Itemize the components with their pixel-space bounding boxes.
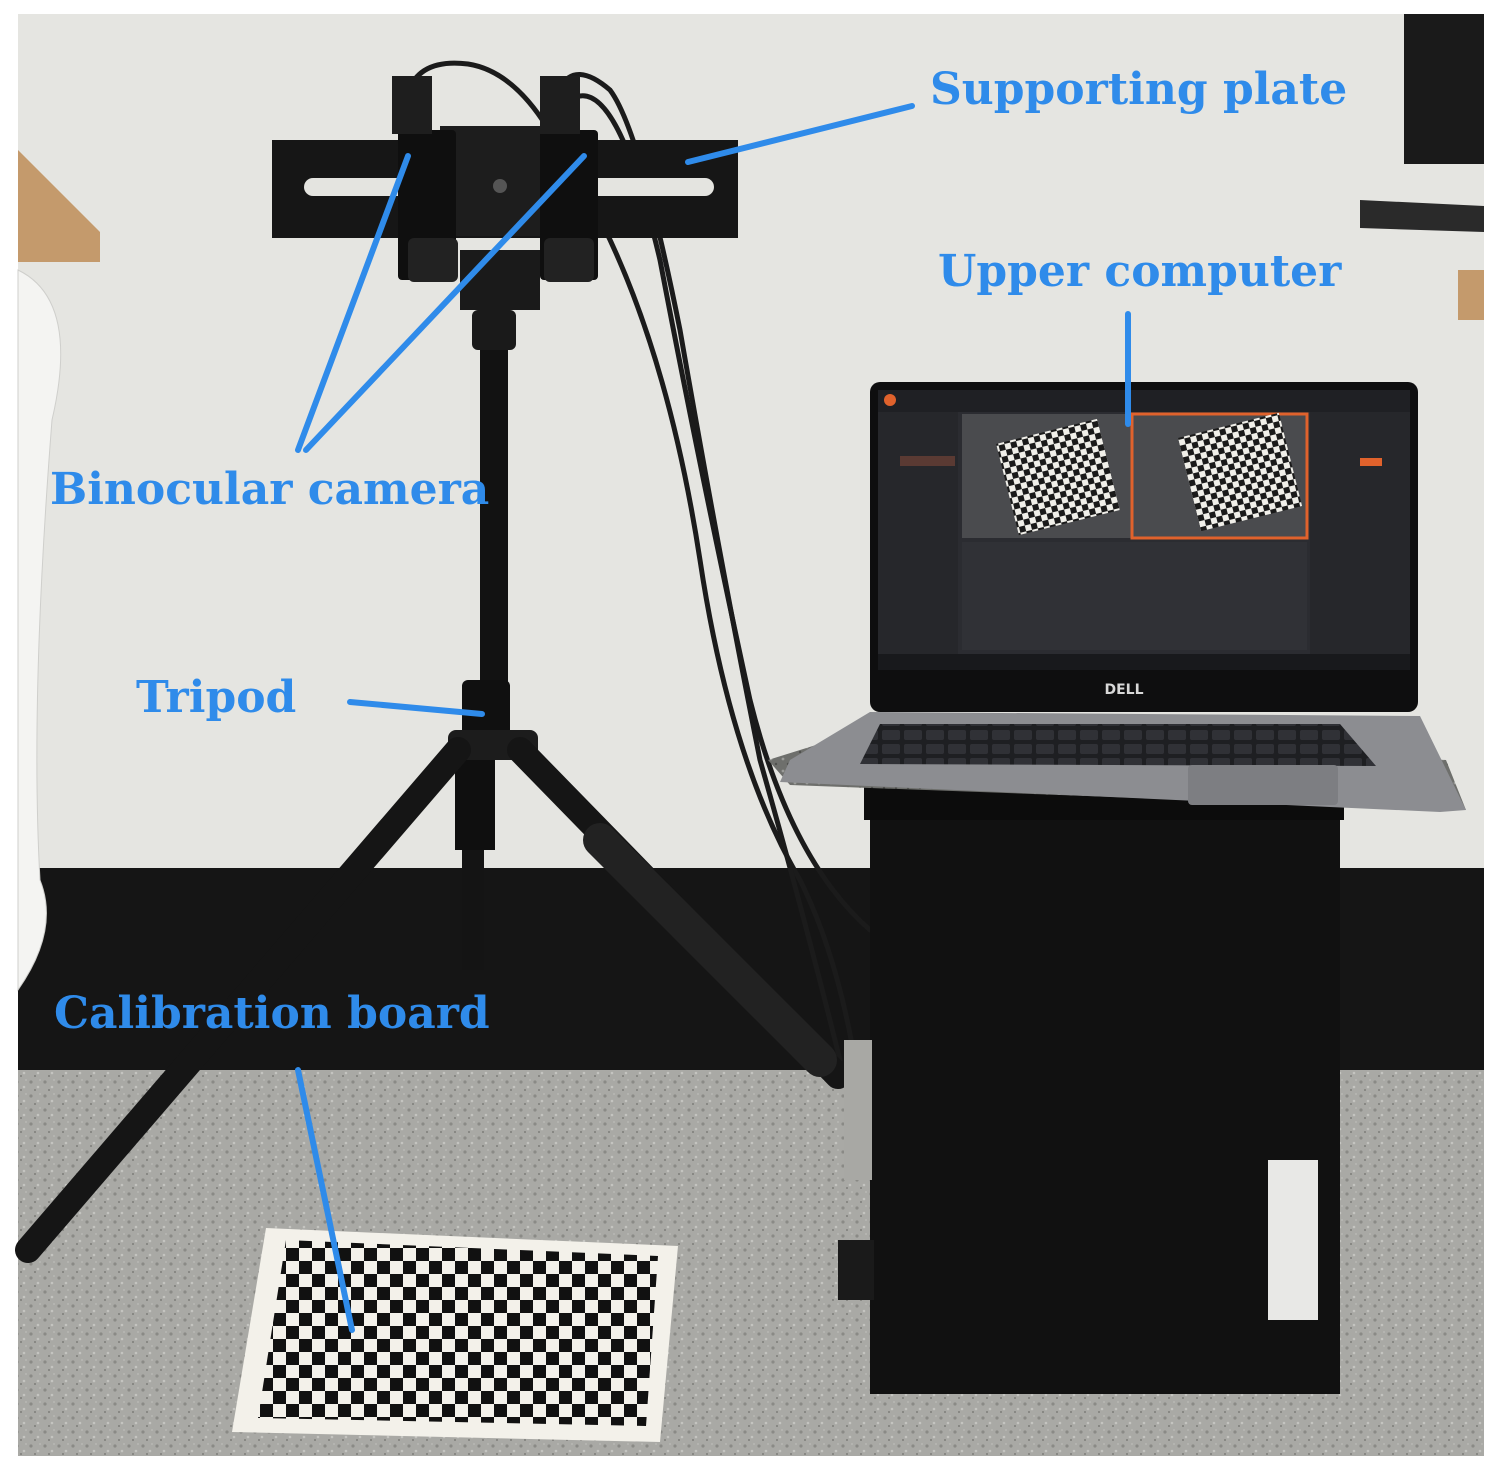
keyboard: [860, 724, 1376, 766]
supporting-plate-pointer: [685, 103, 915, 165]
right-wall-bracket: [1360, 200, 1484, 232]
camera-rig: [272, 76, 738, 310]
left-shelf: [18, 150, 100, 262]
laptop-brand: DELL: [1104, 682, 1143, 698]
laptop: DELL: [780, 382, 1466, 812]
callout-lines: [295, 103, 1131, 1333]
calibration-board-label: Calibration board: [54, 988, 490, 1039]
touchpad: [1188, 765, 1338, 805]
desktop-tower: [838, 780, 1344, 1394]
upper-computer-label: Upper computer: [938, 246, 1342, 297]
right-wall-shelf: [1458, 270, 1484, 320]
calibration-board: [232, 1228, 678, 1442]
right-wall-panel: [1404, 14, 1484, 164]
tripod-pointer: [347, 699, 485, 717]
calibration-board-pointer: [295, 1067, 355, 1333]
binocular-camera-label: Binocular camera: [50, 464, 490, 515]
binocular-camera-pointer-left: [295, 153, 411, 453]
tripod: [15, 310, 851, 1263]
tripod-label: Tripod: [136, 672, 297, 723]
laptop-screen: [878, 390, 1410, 670]
supporting-plate-label: Supporting plate: [930, 64, 1348, 115]
left-white-object: [17, 269, 62, 992]
binocular-camera-pointer-right: [303, 153, 587, 453]
